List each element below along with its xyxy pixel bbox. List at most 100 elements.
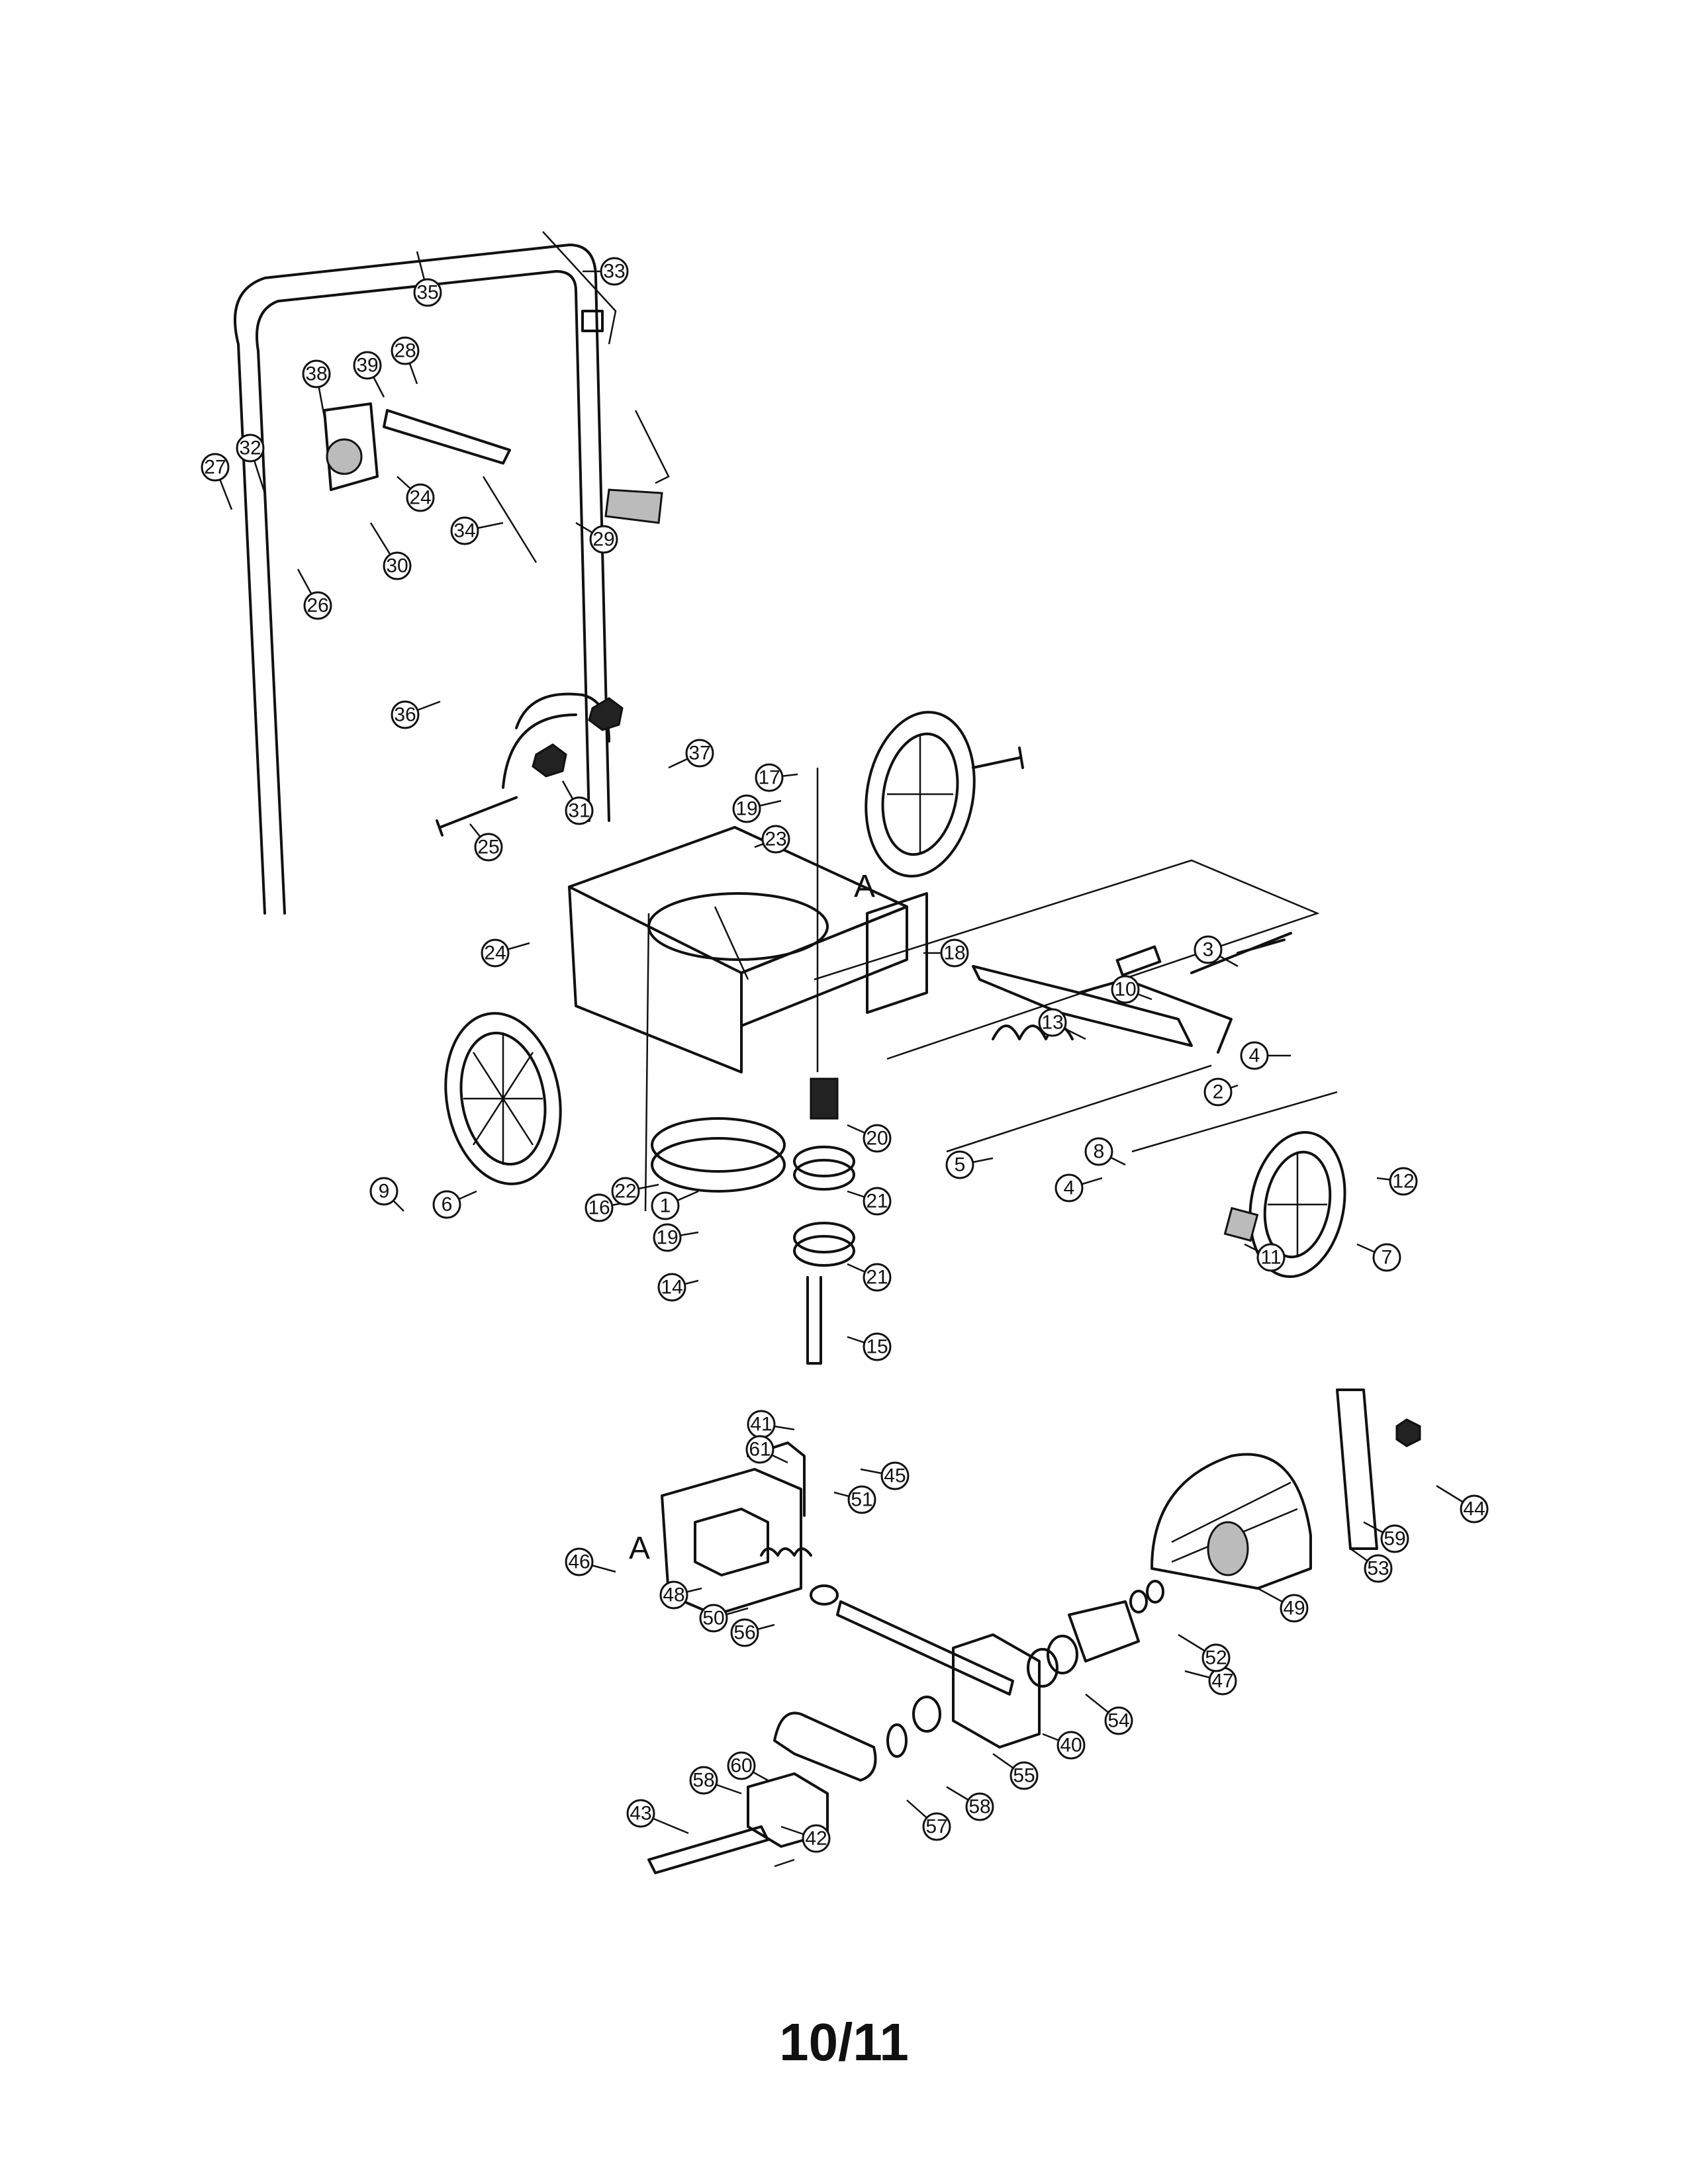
callout-7: 7 xyxy=(1356,1243,1401,1272)
callout-circle xyxy=(847,1485,876,1514)
callout-circle xyxy=(730,1618,759,1647)
callout-circle xyxy=(302,359,331,388)
callout-circle xyxy=(685,739,714,768)
callout-circle xyxy=(1256,1243,1286,1272)
callout-circle xyxy=(585,1193,614,1222)
callout-4: 4 xyxy=(1055,1173,1103,1203)
callout-circle xyxy=(755,763,784,792)
callout-number: 26 xyxy=(306,595,328,617)
callout-number: 58 xyxy=(692,1770,714,1792)
callout-number: 29 xyxy=(592,529,614,551)
callout-number: 11 xyxy=(1260,1247,1281,1269)
callout-21: 21 xyxy=(847,1263,892,1292)
callout-number: 58 xyxy=(968,1796,990,1818)
callout-number: 59 xyxy=(1383,1528,1405,1550)
callout-number: 44 xyxy=(1463,1498,1485,1520)
callout-10: 10 xyxy=(1111,975,1152,1004)
callout-16: 16 xyxy=(585,1193,633,1222)
callout-circle xyxy=(474,833,503,862)
callout-number: 53 xyxy=(1367,1558,1389,1580)
callout-circle xyxy=(1203,1077,1233,1107)
callout-circle xyxy=(1111,975,1140,1004)
wheel-right xyxy=(1223,1130,1346,1279)
callout-number: 12 xyxy=(1392,1171,1414,1193)
callout-circle xyxy=(413,278,442,307)
handle-assembly xyxy=(234,244,610,915)
callout-circle xyxy=(965,1792,994,1821)
callout-number: 30 xyxy=(386,555,408,577)
callout-number: 56 xyxy=(733,1622,755,1644)
callout-circle xyxy=(922,1812,951,1841)
callout-number: 10 xyxy=(1114,979,1136,1001)
callout-circle xyxy=(1104,1706,1133,1735)
callout-circle xyxy=(651,1191,680,1220)
callout-number: 52 xyxy=(1205,1647,1227,1669)
callout-circle xyxy=(1056,1731,1086,1760)
callout-27: 27 xyxy=(201,453,233,510)
callout-number: 60 xyxy=(730,1755,752,1777)
callout-12: 12 xyxy=(1376,1167,1418,1196)
callout-circle xyxy=(940,938,969,968)
callout-24: 24 xyxy=(397,476,435,512)
callout-18: 18 xyxy=(923,938,969,968)
callout-number: 34 xyxy=(453,520,475,542)
callout-61: 61 xyxy=(745,1435,788,1464)
bolt-25 xyxy=(436,796,518,837)
callout-number: 35 xyxy=(416,282,438,304)
callout-number: 18 xyxy=(943,942,965,964)
callout-number: 5 xyxy=(955,1154,966,1176)
callout-32: 32 xyxy=(236,433,266,494)
callout-48: 48 xyxy=(659,1580,702,1610)
callout-circle xyxy=(1240,1041,1269,1070)
callout-53: 53 xyxy=(1350,1547,1393,1583)
callout-5: 5 xyxy=(945,1150,994,1179)
callout-30: 30 xyxy=(369,522,412,580)
callout-circle xyxy=(1372,1243,1401,1272)
callout-15: 15 xyxy=(847,1332,892,1361)
callout-number: 25 xyxy=(477,837,499,858)
callout-circle xyxy=(1038,1008,1067,1037)
callout-number: 31 xyxy=(568,800,590,822)
callout-number: 15 xyxy=(866,1336,888,1358)
callout-number: 48 xyxy=(663,1584,684,1606)
callout-labels: 1234456789101112131415161718191920212122… xyxy=(201,251,1489,1853)
callout-55: 55 xyxy=(992,1752,1039,1790)
reference-letter-a: A xyxy=(629,1531,650,1566)
callout-circle xyxy=(699,1604,728,1633)
callout-37: 37 xyxy=(668,739,714,769)
callout-number: 39 xyxy=(356,355,378,377)
callout-2: 2 xyxy=(1203,1077,1239,1107)
wheel-left xyxy=(444,1012,562,1185)
callout-17: 17 xyxy=(755,763,798,792)
callout-circle xyxy=(863,1263,892,1292)
callout-4: 4 xyxy=(1240,1041,1291,1070)
callout-54: 54 xyxy=(1085,1694,1133,1735)
callout-number: 4 xyxy=(1249,1045,1260,1067)
page-number: 10/11 xyxy=(779,2013,909,2071)
callout-circle xyxy=(236,433,265,463)
callout-circle xyxy=(481,938,510,968)
callout-number: 61 xyxy=(749,1439,771,1461)
callout-number: 47 xyxy=(1211,1670,1233,1692)
callout-39: 39 xyxy=(353,351,385,398)
callout-49: 49 xyxy=(1257,1587,1309,1623)
callout-number: 55 xyxy=(1013,1765,1035,1787)
callout-number: 51 xyxy=(851,1489,872,1511)
callout-number: 28 xyxy=(394,340,416,362)
callout-circle xyxy=(1380,1524,1409,1553)
callout-21: 21 xyxy=(847,1187,892,1216)
callout-number: 4 xyxy=(1064,1177,1075,1199)
callout-14: 14 xyxy=(657,1273,699,1302)
callout-number: 33 xyxy=(603,261,625,283)
callout-circle xyxy=(406,483,435,512)
callout-number: 6 xyxy=(442,1194,453,1216)
callout-circle xyxy=(727,1751,756,1780)
callout-circle xyxy=(1280,1594,1309,1623)
callout-circle xyxy=(565,796,594,825)
callout-number: 7 xyxy=(1382,1247,1393,1269)
callout-51: 51 xyxy=(833,1485,876,1514)
callout-13: 13 xyxy=(1038,1008,1086,1040)
callout-50: 50 xyxy=(699,1604,749,1633)
callout-25: 25 xyxy=(469,823,503,862)
callout-19: 19 xyxy=(732,794,782,823)
